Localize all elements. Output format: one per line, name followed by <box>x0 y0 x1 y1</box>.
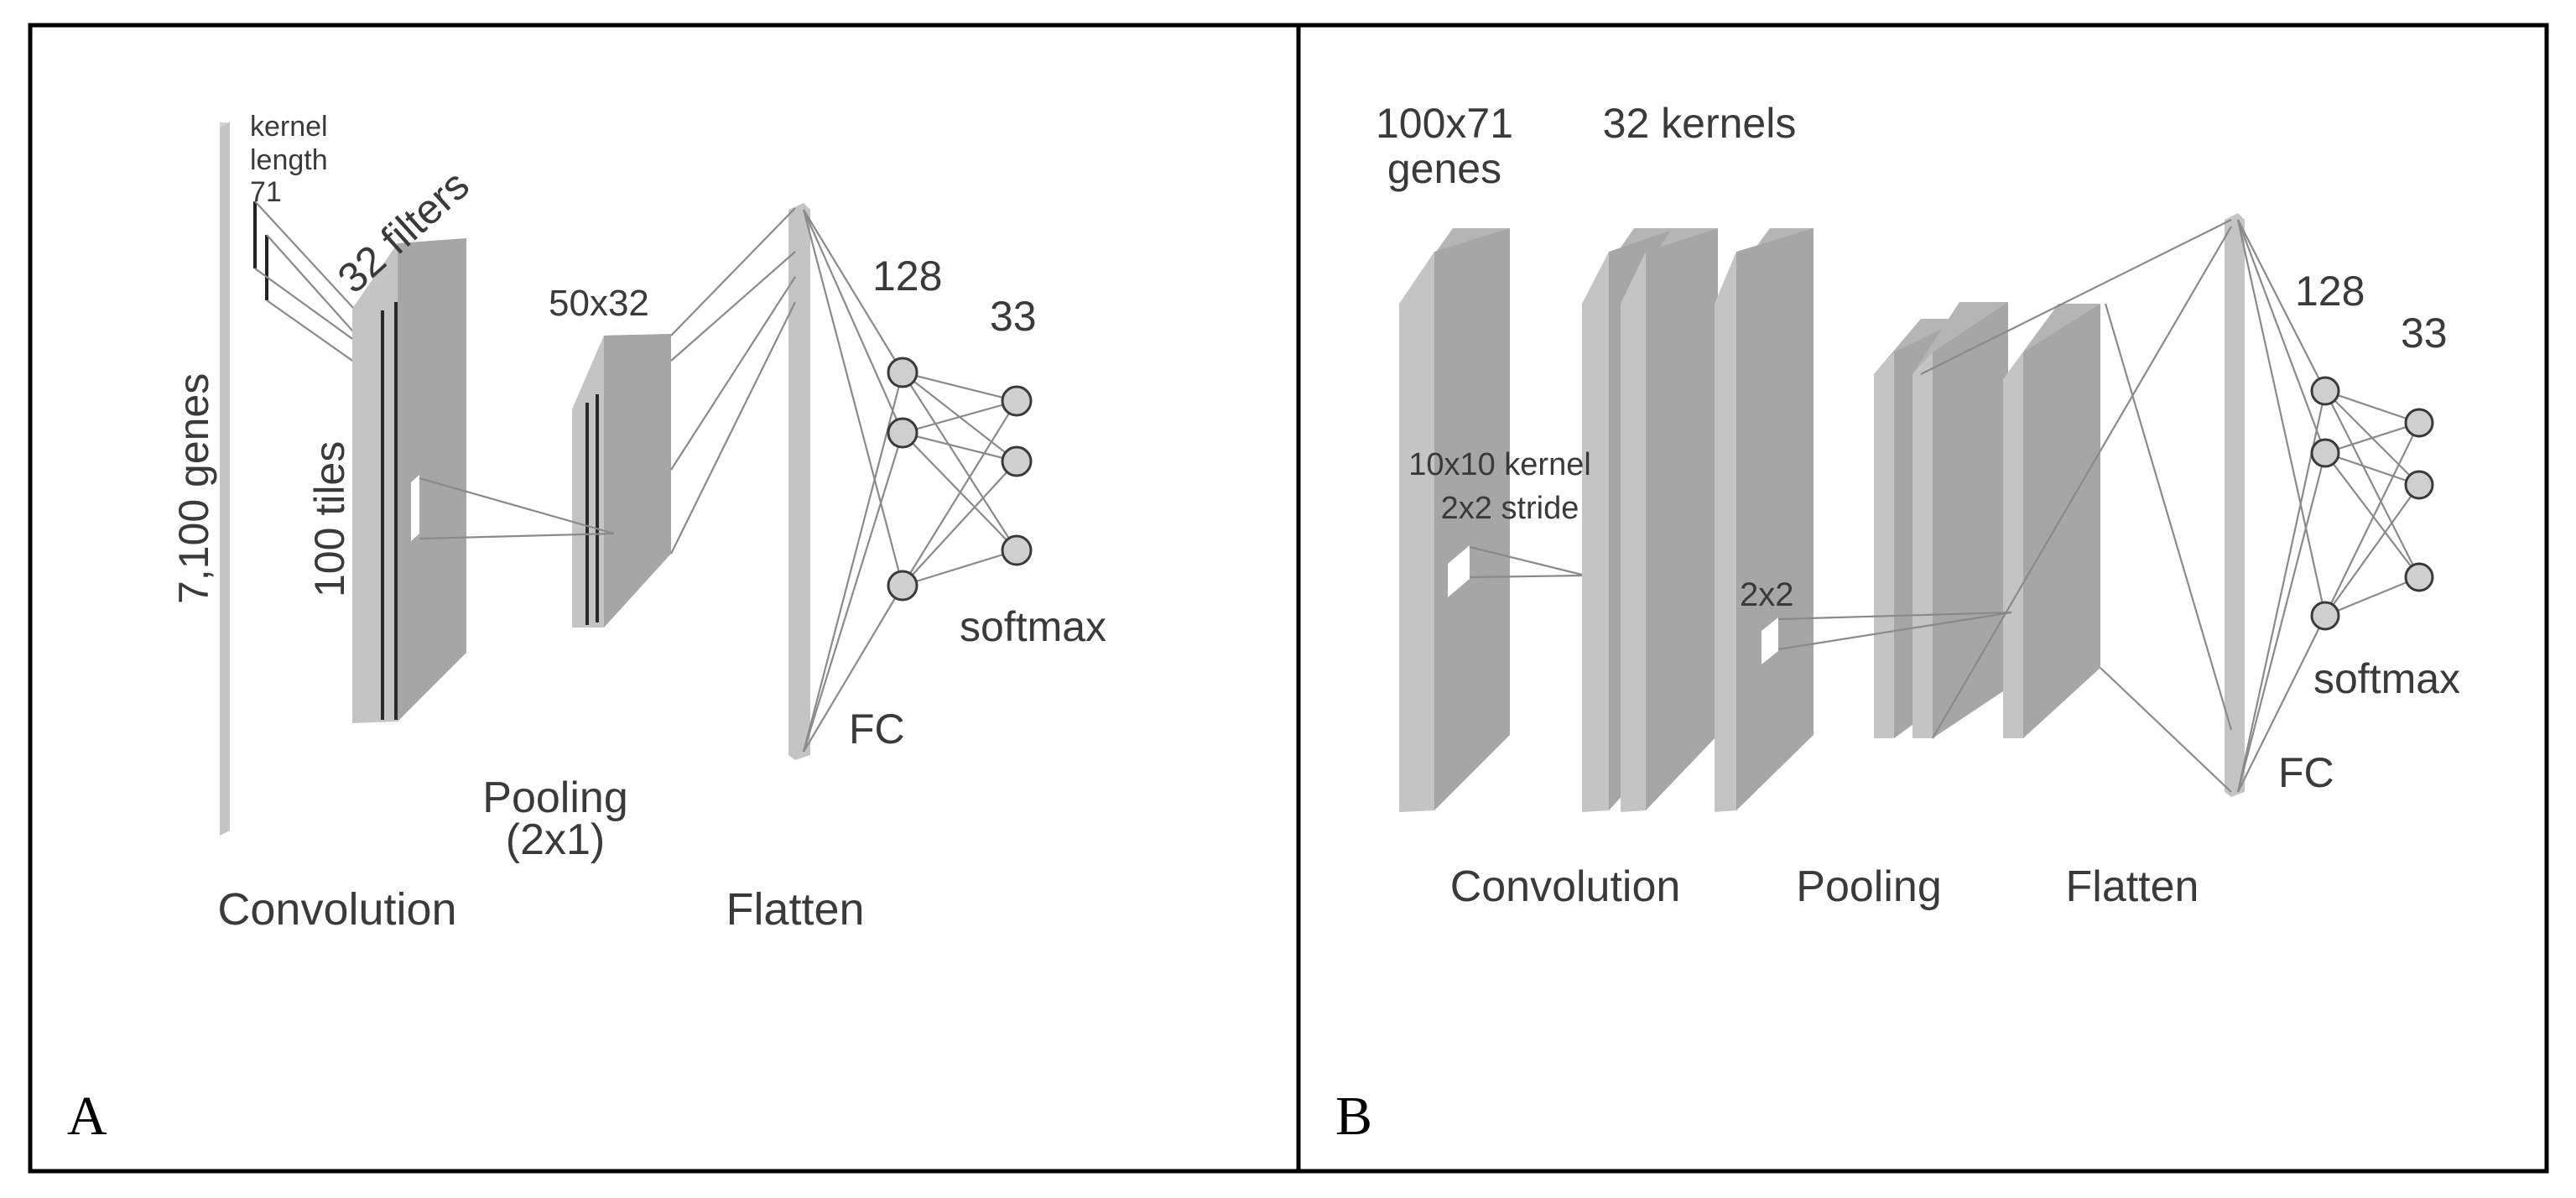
figure-frame <box>28 23 2549 1174</box>
flatten-strip <box>670 203 810 760</box>
fc-node <box>887 357 919 388</box>
output-size-label: 33 <box>2401 310 2448 357</box>
pool-slab-2 <box>1912 302 2008 738</box>
fc-label: FC <box>849 706 905 753</box>
pooling-label: Pooling <box>1796 862 1941 911</box>
pool-window <box>1762 617 1778 664</box>
conv-slab-3 <box>1715 228 1814 812</box>
panel-a: 7,100 genes kernel length 71 32 filters … <box>67 111 1106 1147</box>
output-node <box>1001 385 1033 417</box>
pool-slab-3 <box>2003 304 2100 738</box>
fc-node <box>2310 438 2340 468</box>
fc-network <box>802 209 1033 753</box>
flatten-strip <box>1920 213 2245 797</box>
convolution-label: Convolution <box>217 884 456 935</box>
fc-network <box>2236 219 2434 793</box>
fc-node <box>2310 601 2340 631</box>
pooling-label-line2: (2x1) <box>506 815 605 864</box>
input-gene-slab <box>1399 228 1586 812</box>
flatten-label: Flatten <box>2066 862 2199 911</box>
softmax-label: softmax <box>960 603 1106 650</box>
panel-b-letter: B <box>1335 1086 1372 1147</box>
kernel-label-line1: kernel <box>250 111 328 143</box>
pool-size-label: 2x2 <box>1740 576 1794 613</box>
fc-node <box>887 417 919 449</box>
conv-slab-2 <box>1621 228 1718 812</box>
kernel-label-line3: 71 <box>250 176 282 208</box>
input-gene-strip <box>220 122 230 836</box>
fc-node <box>2310 376 2340 406</box>
tiles-label: 100 tiles <box>306 441 353 597</box>
pooling-label-line1: Pooling <box>482 773 627 822</box>
pool-window <box>411 475 419 541</box>
output-node <box>2404 562 2434 592</box>
kernels-label: 32 kernels <box>1603 100 1797 147</box>
kernel-label-line2: length <box>250 144 328 176</box>
outer-border <box>28 23 2549 1174</box>
fc-size-label: 128 <box>872 253 942 300</box>
fc-size-label: 128 <box>2295 268 2365 315</box>
output-node <box>2404 470 2434 500</box>
kernel-desc-line1: 10x10 kernel <box>1408 447 1591 482</box>
flatten-label: Flatten <box>726 884 864 935</box>
fc-label: FC <box>2278 749 2334 796</box>
kernel-window <box>1448 545 1470 597</box>
fc-node <box>887 570 919 602</box>
softmax-label: softmax <box>2313 655 2460 702</box>
output-node <box>1001 445 1033 477</box>
panel-a-letter: A <box>67 1086 107 1147</box>
panel-b: 100x71 genes 32 kernels 10x10 kernel 2x2… <box>1335 100 2460 1147</box>
convolution-label: Convolution <box>1450 862 1681 911</box>
output-node <box>2404 408 2434 438</box>
pool-output-slab <box>419 334 671 628</box>
input-size-label-line1: 100x71 <box>1376 100 1513 147</box>
input-size-label-line2: genes <box>1387 145 1501 192</box>
output-size-label: 33 <box>990 293 1037 340</box>
output-node <box>1001 534 1033 566</box>
input-genes-label: 7,100 genes <box>170 373 217 604</box>
pool-output-size-label: 50x32 <box>549 283 649 324</box>
conv-output-slab <box>352 238 466 723</box>
kernel-desc-line2: 2x2 stride <box>1441 491 1579 526</box>
